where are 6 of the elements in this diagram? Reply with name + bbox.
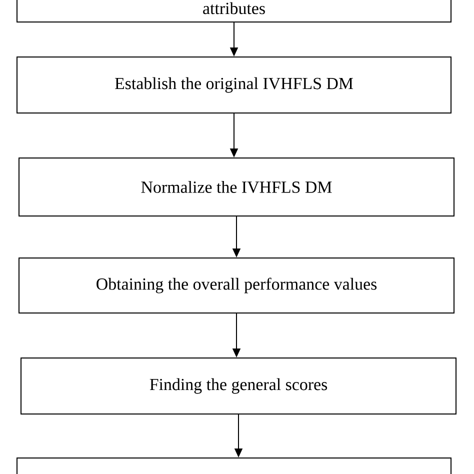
process-box: Obtaining the overall performance values [18, 258, 455, 314]
process-box: Normalize the IVHFLS DM [18, 158, 455, 216]
process-box [16, 458, 452, 474]
process-box: Finding the general scores [20, 358, 457, 414]
process-box: Establish the original IVHFLS DM [16, 56, 452, 114]
process-box: attributes [16, 0, 452, 22]
